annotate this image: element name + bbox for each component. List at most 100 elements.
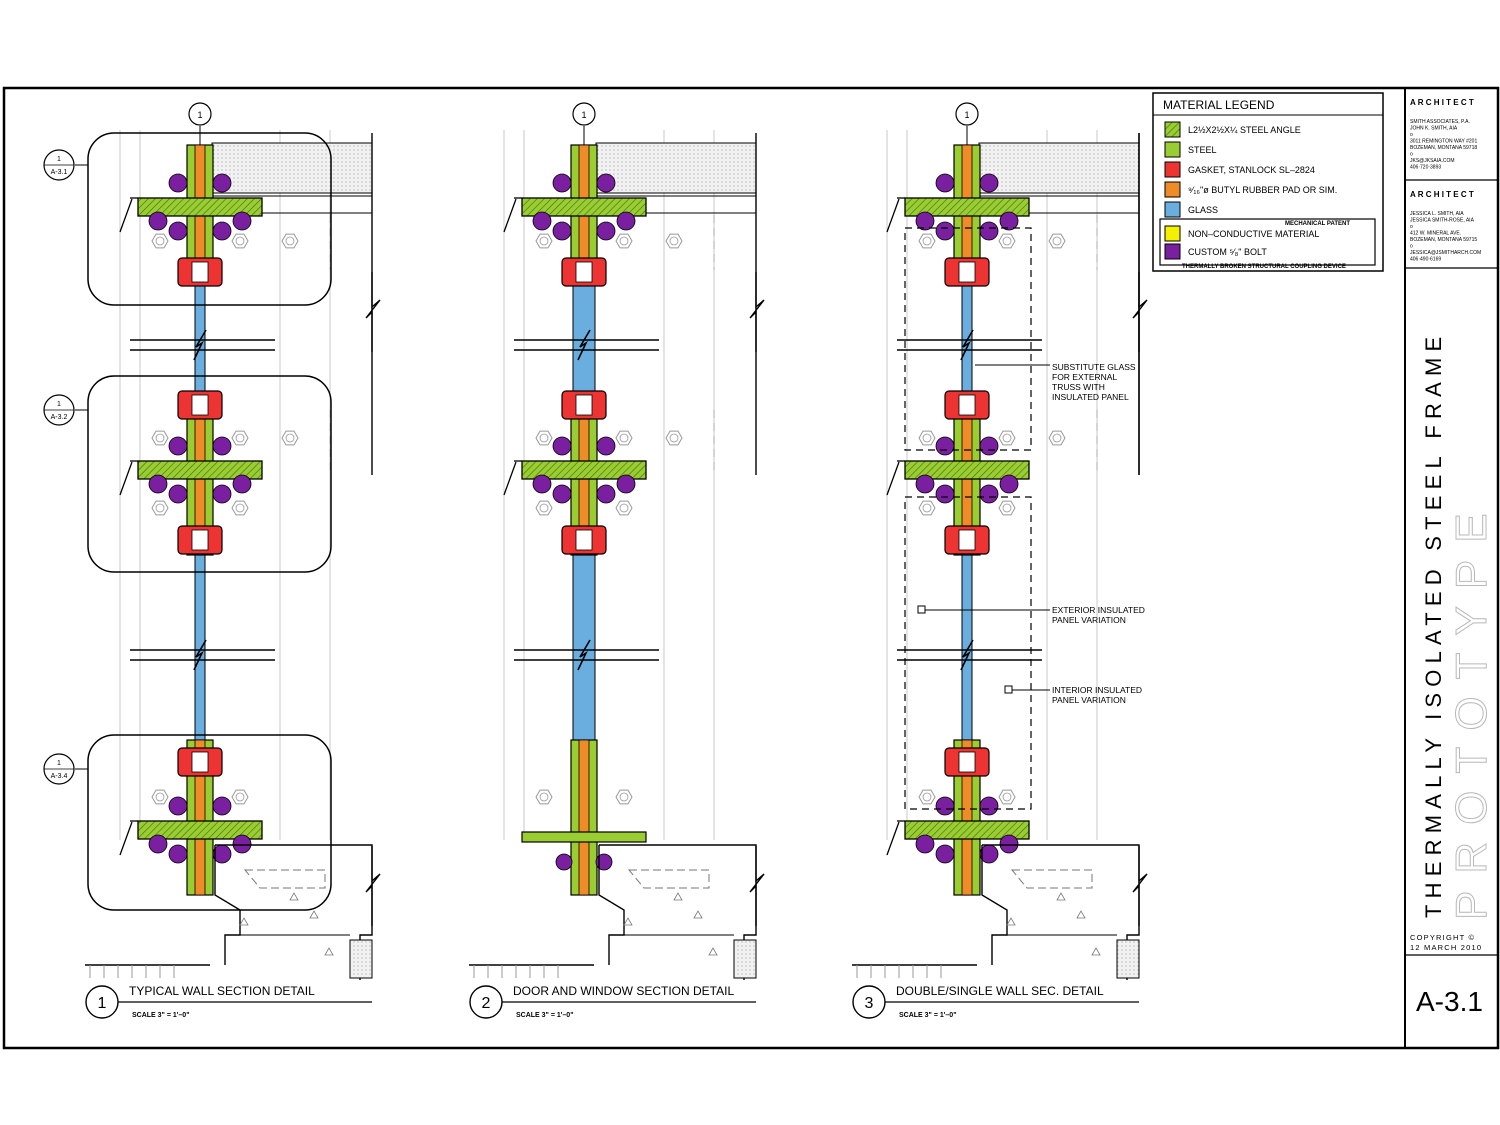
architect-line: JKS@JKSAIA.COM (1410, 158, 1455, 164)
architect-line: JESSICA SMITH-ROSE, AIA (1410, 218, 1475, 224)
legend-label: CUSTOM ⁵⁄₈" BOLT (1188, 247, 1267, 257)
legend-title: MATERIAL LEGEND (1163, 98, 1275, 112)
hex-nut (665, 233, 683, 249)
bolt (616, 211, 636, 231)
note-line: INSULATED PANEL (1052, 392, 1129, 402)
bolt (552, 221, 572, 241)
bolt (979, 221, 999, 241)
note-line: FOR EXTERNAL (1052, 372, 1117, 382)
hex-nut (1048, 430, 1066, 446)
hex-nut (918, 430, 936, 446)
legend-item: L2½X2½X¼ STEEL ANGLE (1164, 121, 1301, 138)
hex-nut (615, 500, 633, 516)
note-line: PANEL VARIATION (1052, 695, 1126, 705)
steel-angle (904, 820, 1030, 840)
bolt (232, 211, 252, 231)
bolt (935, 484, 955, 504)
bolt (596, 484, 616, 504)
callout-top: 1 (57, 760, 61, 767)
hex-nut (998, 500, 1016, 516)
steel-angle (521, 197, 647, 217)
sill-plate (521, 831, 647, 843)
hex-nut (151, 500, 169, 516)
detail-number: 2 (482, 995, 491, 1012)
grid-bubble (572, 102, 596, 126)
bolt (979, 484, 999, 504)
foundation (598, 845, 625, 965)
bolt (555, 853, 573, 871)
hex-nut (281, 233, 299, 249)
bolt (212, 436, 232, 456)
bolt (532, 474, 552, 494)
legend-label: GASKET, STANLOCK SL–2824 (1188, 165, 1315, 175)
bolt (979, 796, 999, 816)
legend-swatch (1164, 243, 1181, 260)
architect-line: o (1410, 152, 1413, 158)
bolt (979, 173, 999, 193)
bolt (596, 436, 616, 456)
copyright-date: 12 MARCH 2010 (1410, 943, 1482, 952)
hex-nut (535, 500, 553, 516)
insulated-panel-outline (904, 496, 1032, 810)
architect-line: BOZEMAN, MONTANA 59718 (1410, 145, 1477, 151)
grid-bubble-label: 1 (197, 110, 202, 120)
callout-ref: A-3.1 (51, 169, 68, 176)
bolt (935, 173, 955, 193)
legend-label: GLASS (1188, 205, 1218, 215)
bolt (148, 474, 168, 494)
hex-nut (535, 789, 553, 805)
bolt (935, 221, 955, 241)
bolt (596, 173, 616, 193)
hex-nut (615, 233, 633, 249)
bolt (935, 796, 955, 816)
note-line: SUBSTITUTE GLASS (1052, 362, 1136, 372)
prototype-watermark: PROTOTYPE (1447, 496, 1496, 920)
legend-swatch (1164, 161, 1181, 178)
material-legend: MATERIAL LEGEND MECHANICAL PATENT THERMA… (1152, 92, 1384, 272)
bolt (595, 853, 613, 871)
callout-top: 1 (57, 156, 61, 163)
legend-item: GLASS (1164, 201, 1218, 218)
hex-nut (535, 430, 553, 446)
hex-nut (998, 233, 1016, 249)
sheet-border (2, 86, 1500, 1050)
bolt (552, 436, 572, 456)
steel-angle (521, 460, 647, 480)
hex-nut (1048, 233, 1066, 249)
legend-item: ⁹⁄₁₆"ø BUTYL RUBBER PAD OR SIM. (1164, 181, 1337, 198)
project-title: THERMALLY ISOLATED STEEL FRAME (1421, 331, 1446, 918)
bolt (168, 221, 188, 241)
foundation (981, 845, 1008, 965)
legend-label: STEEL (1188, 145, 1217, 155)
bolt (212, 173, 232, 193)
architect-line: o (1410, 224, 1413, 230)
grid-bubble (188, 102, 212, 126)
bolt (999, 834, 1019, 854)
bolt (232, 474, 252, 494)
insulated-panel-outline (904, 227, 1032, 451)
hex-nut (918, 233, 936, 249)
steel-angle (137, 197, 263, 217)
hex-nut (918, 500, 936, 516)
bolt (915, 211, 935, 231)
bolt (168, 484, 188, 504)
legend-patent-note: MECHANICAL PATENT (1285, 221, 1350, 227)
architect-line: 406·720·3893 (1410, 165, 1441, 171)
legend-swatch (1164, 121, 1181, 138)
grid-bubble (955, 102, 979, 126)
sheet-number: A-3.1 (1416, 986, 1483, 1017)
hex-nut (998, 430, 1016, 446)
note-line: TRUSS WITH (1052, 382, 1105, 392)
legend-item: GASKET, STANLOCK SL–2824 (1164, 161, 1315, 178)
legend-swatch (1164, 181, 1181, 198)
legend-item: NON–CONDUCTIVE MATERIAL (1164, 225, 1319, 242)
architect-line: SMITH ASSOCIATES, P.A. (1410, 119, 1470, 125)
bolt (552, 173, 572, 193)
